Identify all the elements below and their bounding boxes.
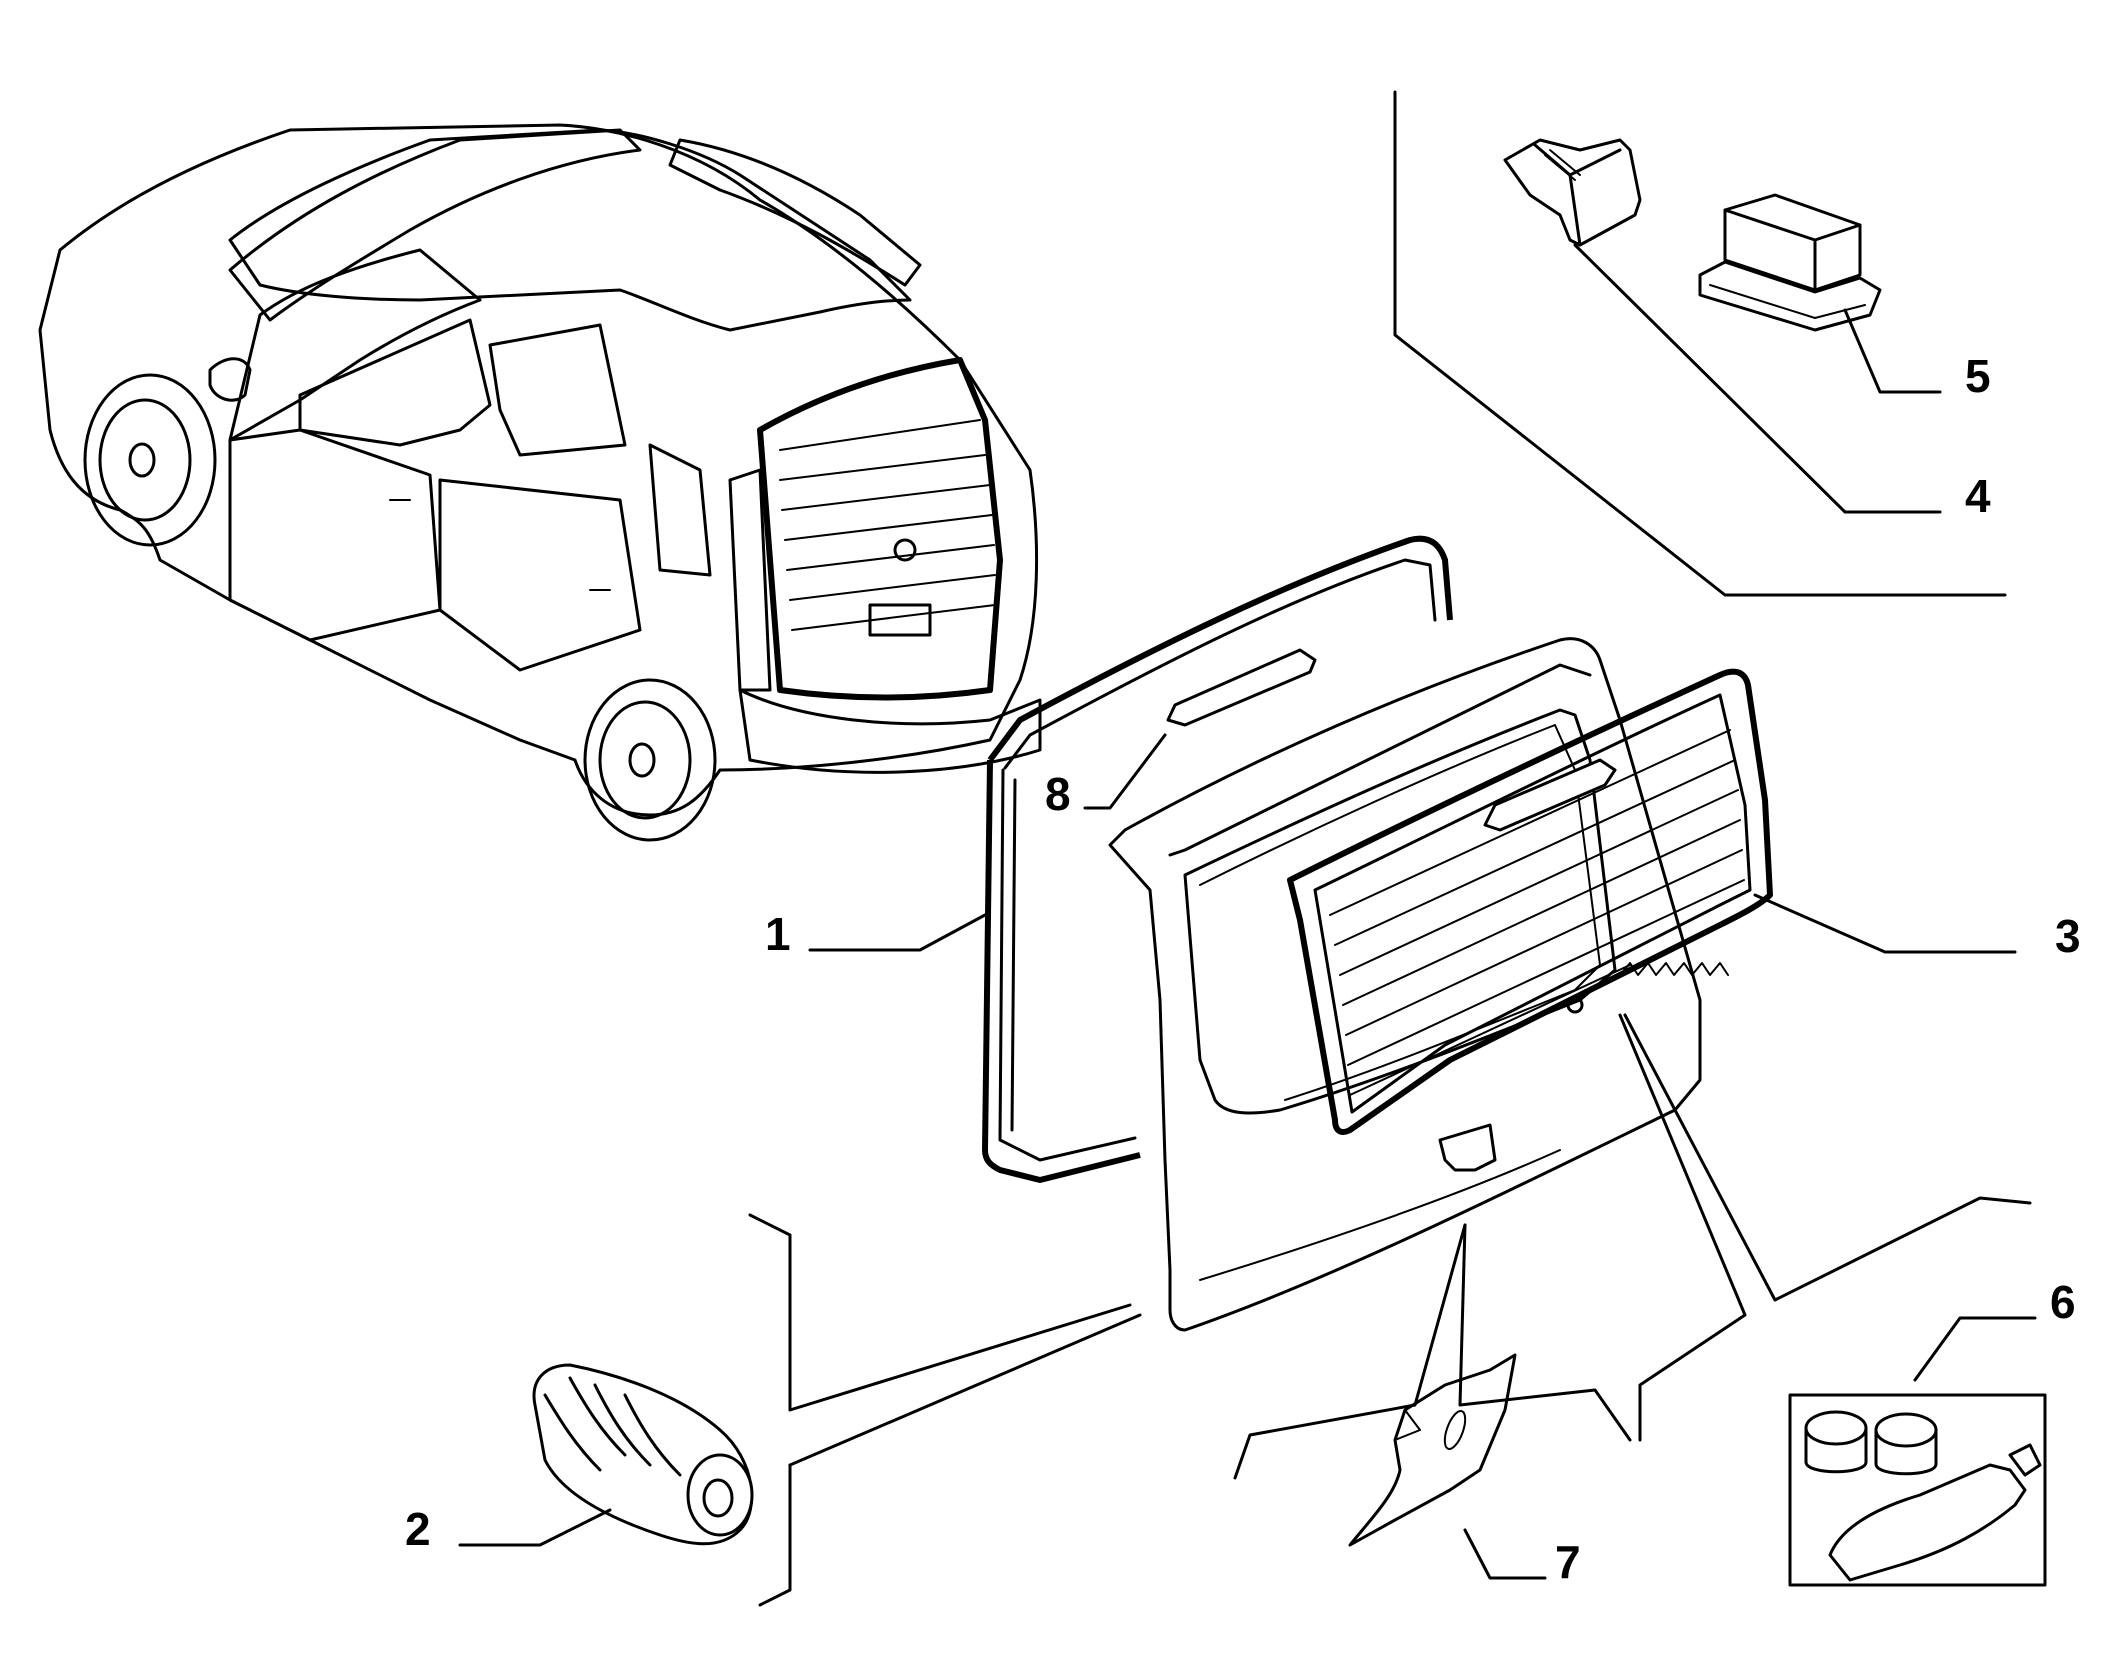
tailgate-panel — [1108, 637, 1702, 1332]
callout-6: 6 — [2050, 1276, 2076, 1328]
part-2-grommet — [532, 1363, 754, 1546]
callout-3: 3 — [2055, 910, 2081, 962]
front-wheel — [83, 373, 217, 547]
callout-7: 7 — [1555, 1536, 1581, 1588]
callout-8: 8 — [1045, 768, 1071, 820]
callout-labels: 1 2 3 4 5 6 7 8 — [405, 350, 2081, 1588]
leader-lines — [458, 90, 2037, 1607]
part-7-foam-pad — [1348, 1353, 1517, 1547]
callout-4: 4 — [1965, 470, 1991, 522]
part-5-adhesive-block — [1698, 193, 1882, 332]
rear-wheel — [583, 678, 717, 842]
part-4-clip — [1503, 138, 1642, 247]
part-1-tailgate-seal — [982, 535, 1453, 1183]
callout-1: 1 — [765, 908, 791, 960]
car-illustration — [38, 123, 1042, 842]
callout-5: 5 — [1965, 350, 1991, 402]
part-6-glue-kit — [1788, 1393, 2047, 1587]
part-3-rear-window-glass — [1287, 668, 1773, 1135]
callout-2: 2 — [405, 1503, 431, 1555]
